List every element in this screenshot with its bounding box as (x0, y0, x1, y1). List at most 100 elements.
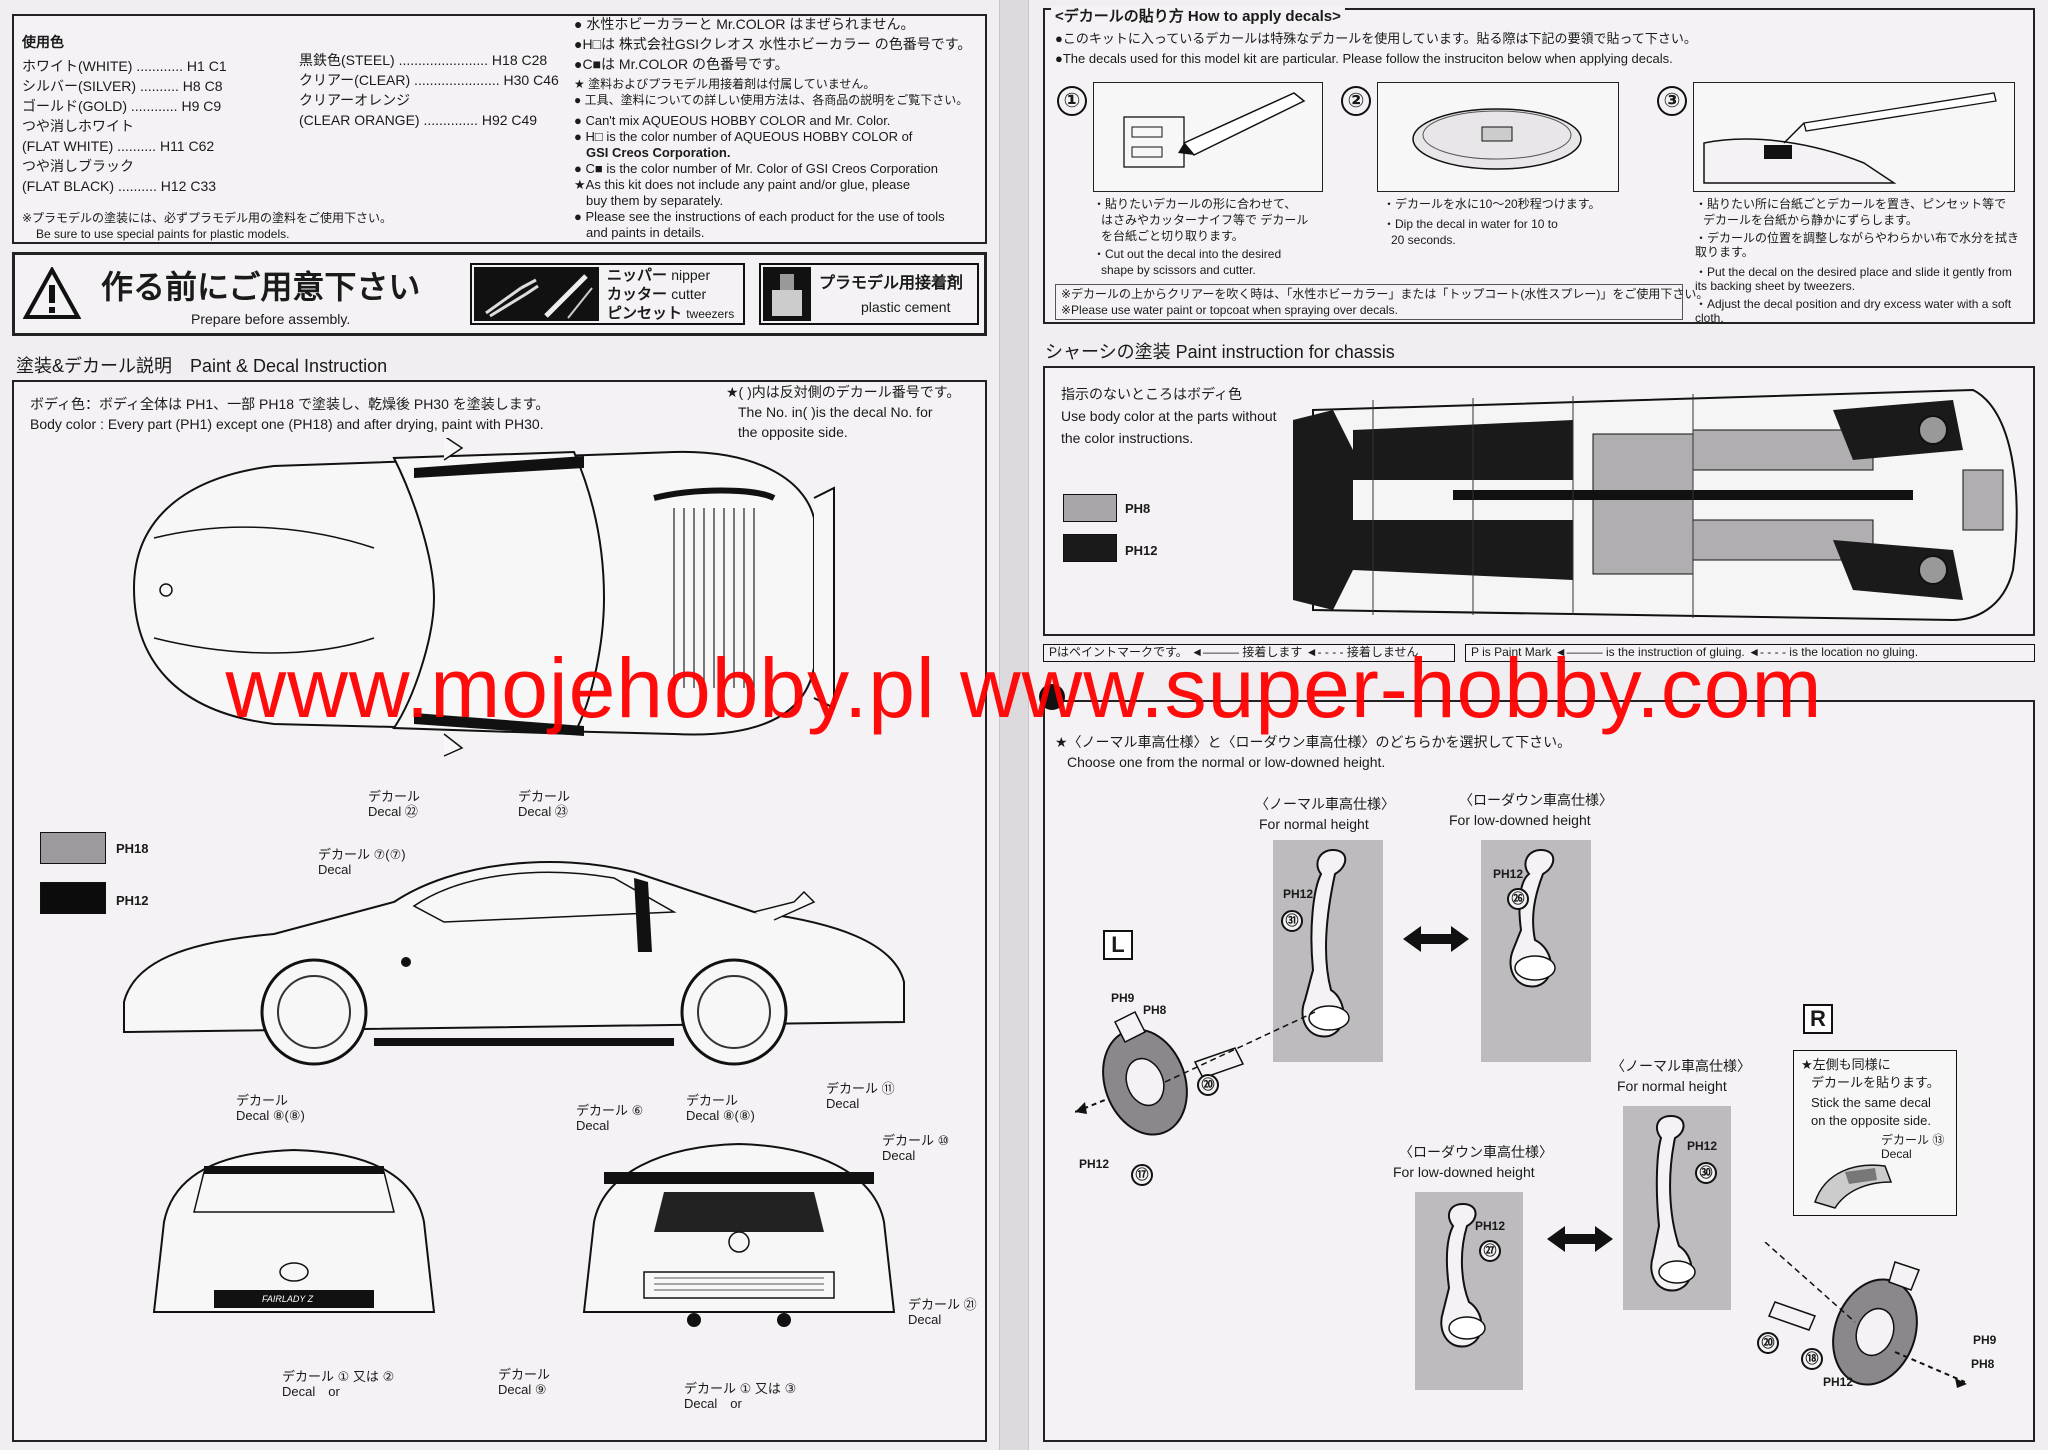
tools-image (474, 267, 599, 321)
step-2-en1: ・Dip the decal in water for 10 to (1383, 217, 1558, 231)
normal-height-jp-top: 〈ノーマル車高仕様〉 (1255, 796, 1395, 812)
part-30: ㉚ (1695, 1162, 1717, 1184)
color-flat-white: (FLAT WHITE) .......... H11 C62 (22, 138, 215, 154)
paint-note-en: Be sure to use special paints for plasti… (36, 227, 290, 241)
chassis-diagram (1293, 388, 2018, 622)
page-gutter (1000, 0, 1028, 1450)
step-1-illustration (1093, 82, 1323, 192)
legend-en: P is Paint Mark ◄——— is the instruction … (1471, 645, 1919, 659)
step-1-jp3: を台紙ごと切り取ります。 (1101, 229, 1244, 243)
step-3-en2: ・Adjust the decal position and dry exces… (1695, 297, 2012, 325)
color-gold: ゴールド(GOLD) ............ H9 C9 (22, 98, 222, 114)
chassis-swatch-black (1063, 534, 1117, 562)
tool-tweezers: ピンセット tweezers (607, 305, 735, 322)
cement-panel: プラモデル用接着剤 plastic cement (759, 263, 979, 325)
part-18: ⑱ (1801, 1348, 1823, 1370)
left-badge: L (1103, 930, 1133, 960)
normal-height-jp-bottom: 〈ノーマル車高仕様〉 (1611, 1058, 1751, 1074)
opposite-note-jp: ★( )内は反対側のデカール番号です。 (726, 384, 961, 400)
chassis-text-en1: Use body color at the parts without (1061, 408, 1277, 424)
part-31: ㉛ (1281, 910, 1303, 932)
ph12-mark-left: PH12 (1079, 1157, 1110, 1171)
swatch-gray (40, 832, 106, 864)
decal-label-7: デカール ⑦(⑦)Decal (318, 847, 406, 877)
part-20-right: ⑳ (1757, 1332, 1779, 1354)
left-hub-assembly (1075, 1010, 1316, 1136)
swatch-gray-label: PH18 (116, 841, 149, 856)
step-1-jp2: はさみやカッターナイフ等で デカール (1101, 213, 1309, 227)
step-3-jp1: ・貼りたい所に台紙ごとデカールを置き、ピンセット等で (1695, 197, 2007, 211)
right-hub-assembly (1764, 1242, 1967, 1388)
step-1-en2: shape by scissors and cutter. (1101, 263, 1256, 277)
step-2-en2: 20 seconds. (1391, 233, 1456, 247)
step-1-number: ① (1057, 86, 1087, 116)
step-3-illustration (1693, 82, 2015, 192)
body-color-en: Body color : Every part (PH1) except one… (30, 416, 544, 432)
car-front-view: FAIRLADY Z (152, 1148, 436, 1313)
part-26: ㉖ (1507, 888, 1529, 910)
car-side-view (123, 861, 905, 1066)
nipper-icon (485, 274, 593, 319)
legend-en-box (1465, 644, 2035, 662)
chassis-swatch-black-label: PH12 (1125, 543, 1158, 558)
chassis-text-en2: the color instructions. (1061, 430, 1194, 446)
cement-en: plastic cement (861, 299, 951, 315)
body-color-jp: ボディ色：ボディ全体は PH1、一部 PH18 で塗装し、乾燥後 PH30 を塗… (30, 396, 550, 412)
step-1-en1: ・Cut out the decal into the desired (1093, 247, 1282, 261)
color-clear-orange: (CLEAR ORANGE) .............. H92 C49 (299, 112, 538, 128)
applying-decal-icon (1703, 92, 1997, 184)
chassis-text-jp: 指示のないところはボディ色 (1061, 386, 1243, 402)
left-page: 使用色 ホワイト(WHITE) ............ H1 C1 シルバー(… (0, 0, 1000, 1450)
color-silver: シルバー(SILVER) .......... H8 C8 (22, 78, 223, 94)
normal-height-en-bottom: For normal height (1617, 1078, 1727, 1094)
normal-upright-top (1301, 848, 1350, 1038)
r-note-box (1793, 1050, 1957, 1216)
paint-colors-box: 使用色 ホワイト(WHITE) ............ H1 C1 シルバー(… (12, 14, 987, 244)
part-27: ㉗ (1479, 1240, 1501, 1262)
legend-jp: Pはペイントマークです。 ◄——— 接着します ◄- - - - 接着しません (1049, 645, 1419, 659)
color-steel: 黒鉄色(STEEL) ....................... H18 C… (299, 52, 548, 68)
r-note-jp1: ★左側も同様に (1801, 1057, 1891, 1072)
swatch-black (40, 882, 106, 914)
color-clear: クリアー(CLEAR) ...................... H30 C… (299, 72, 559, 88)
low-height-jp-top: 〈ローダウン車高仕様〉 (1459, 792, 1613, 808)
ph12-mark-right: PH12 (1823, 1375, 1854, 1389)
step-bullet (1039, 684, 1065, 710)
tool-nipper: ニッパー nipper (607, 267, 711, 284)
cement-jp: プラモデル用接着剤 (819, 275, 964, 292)
prepare-title-en: Prepare before assembly. (191, 311, 351, 327)
ph9-mark-left: PH9 (1111, 991, 1135, 1005)
cement-bottle-image (763, 267, 811, 321)
tool-cutter: カッター cutter (607, 286, 707, 303)
ph12-mark-b: PH12 (1493, 867, 1524, 881)
chassis-swatch-gray-label: PH8 (1125, 501, 1151, 516)
step-3-jp2: デカールを台紙から静かにずらします。 (1703, 213, 1918, 227)
step-2-jp1: ・デカールを水に10〜20秒程つけます。 (1383, 197, 1601, 211)
decal-footer-box (1055, 284, 1683, 320)
right-page: <デカールの貼り方 How to apply decals> ●このキットに入っ… (1028, 0, 2048, 1450)
r-note-jp2: デカールを貼ります。 (1811, 1075, 1940, 1090)
r-note-en1: Stick the same decal (1811, 1095, 1931, 1110)
ph9-mark-right: PH9 (1973, 1333, 1997, 1347)
step-1-jp1: ・貼りたいデカールの形に合わせて、 (1093, 197, 1297, 211)
cement-bottle-icon (772, 274, 802, 316)
swap-arrow-top (1403, 926, 1469, 952)
chassis-title: シャーシの塗装 Paint instruction for chassis (1045, 342, 1395, 362)
low-height-jp-bottom: 〈ローダウン車高仕様〉 (1399, 1144, 1553, 1160)
paint-decal-box: ボディ色：ボディ全体は PH1、一部 PH18 で塗装し、乾燥後 PH30 を塗… (12, 380, 987, 1442)
paint-decal-title: 塗装&デカール説明 Paint & Decal Instruction (16, 356, 388, 376)
legend-jp-box (1043, 644, 1455, 662)
ph12-mark-c: PH12 (1687, 1139, 1718, 1153)
prepare-title-jp: 作る前にご用意下さい (101, 269, 421, 305)
low-height-en-top: For low-downed height (1449, 812, 1591, 828)
car-rear-view (582, 1142, 896, 1327)
